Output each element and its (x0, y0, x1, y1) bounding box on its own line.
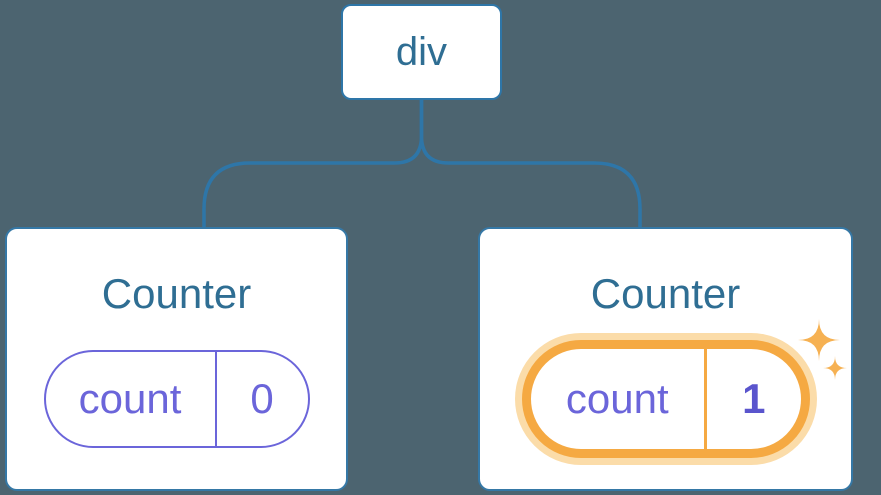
connector-branch-right (419, 100, 642, 228)
sparkle-star-small (823, 356, 847, 380)
state-pill-row: count 1 (480, 339, 851, 459)
tree-node-div: div (341, 4, 502, 100)
counter-card-right: Counter count 1 (478, 227, 853, 491)
state-pill-row: count 0 (7, 339, 346, 459)
tree-node-label: div (395, 29, 448, 74)
connector-branch-left (202, 100, 424, 228)
state-value: 1 (742, 375, 766, 422)
state-key: count (531, 349, 708, 449)
sparkles-icon (798, 319, 847, 380)
sparkle-star-large (798, 319, 840, 361)
state-value: 0 (250, 375, 274, 422)
component-title: Counter (101, 270, 252, 317)
state-pill: count 0 (43, 350, 310, 448)
component-title: Counter (590, 270, 741, 317)
counter-card-left: Counter count 0 (5, 227, 348, 491)
state-key: count (46, 352, 217, 446)
state-pill-highlighted: count 1 (521, 340, 810, 458)
